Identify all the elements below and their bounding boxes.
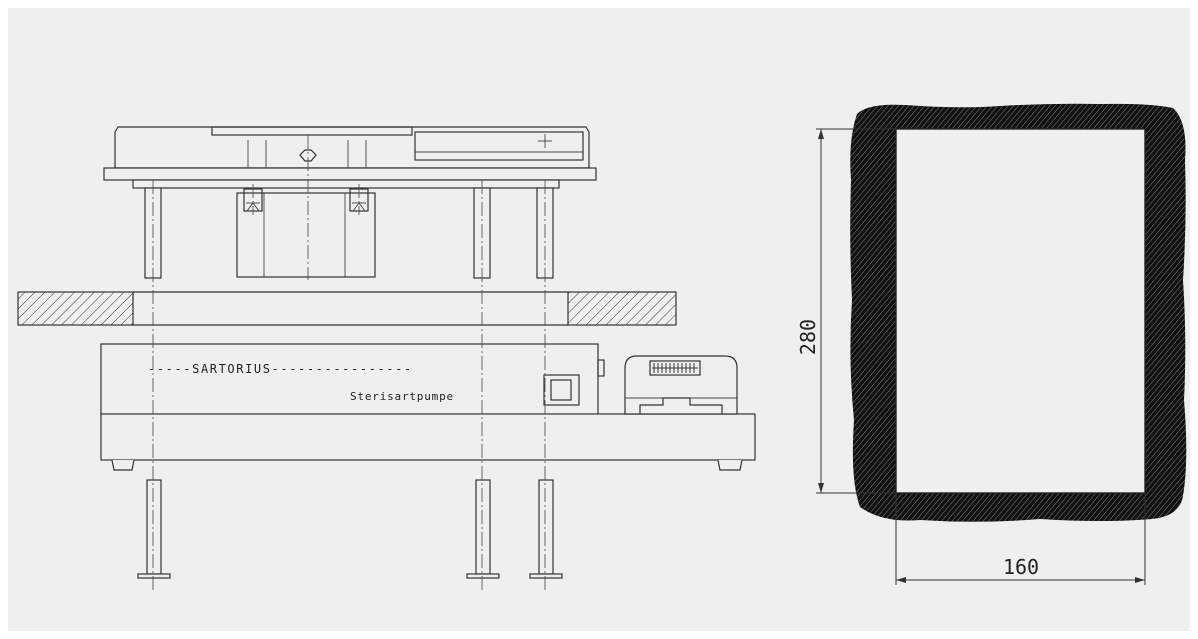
pump-head <box>624 355 738 415</box>
lower-leg-2 <box>475 479 491 575</box>
cutout-opening <box>895 128 1146 494</box>
table-section <box>17 291 677 326</box>
brand-label: -----SARTORIUS---------------- <box>148 362 413 376</box>
drawing-svg: -----SARTORIUS---------------- Sterisart… <box>17 103 1187 592</box>
dimension-height-label: 280 <box>796 319 820 355</box>
dimension-width: 160 <box>895 493 1146 585</box>
foot-right <box>717 459 743 471</box>
pump-switch <box>543 374 580 406</box>
dimension-width-label: 160 <box>1003 555 1039 579</box>
product-label: Sterisartpumpe <box>350 390 454 403</box>
top-strip <box>211 126 413 136</box>
pump-housing <box>100 343 599 417</box>
top-unit <box>103 126 597 279</box>
lower-leg-1 <box>146 479 162 575</box>
lower-leg-3 <box>538 479 554 575</box>
technical-drawing: -----SARTORIUS---------------- Sterisart… <box>8 8 1190 631</box>
pump-unit: -----SARTORIUS---------------- Sterisart… <box>100 343 756 471</box>
center-lines <box>152 135 546 592</box>
lower-legs <box>137 479 563 579</box>
dimension-height: 280 <box>796 128 896 494</box>
pump-base <box>100 413 756 461</box>
top-plate <box>114 126 590 169</box>
pump-head-label-plate <box>649 360 701 376</box>
cutout-view <box>850 103 1187 522</box>
crosshair-mark <box>538 134 552 148</box>
display-panel <box>414 131 584 161</box>
hex-nut-icon <box>299 149 317 162</box>
top-sub-plate <box>132 179 560 189</box>
cutout-rough-border <box>850 103 1187 522</box>
center-block <box>236 192 376 278</box>
foot-left <box>111 459 135 471</box>
table-hatch-right <box>567 291 677 326</box>
top-base-plate <box>103 167 597 181</box>
table-hatch-left <box>17 291 134 326</box>
